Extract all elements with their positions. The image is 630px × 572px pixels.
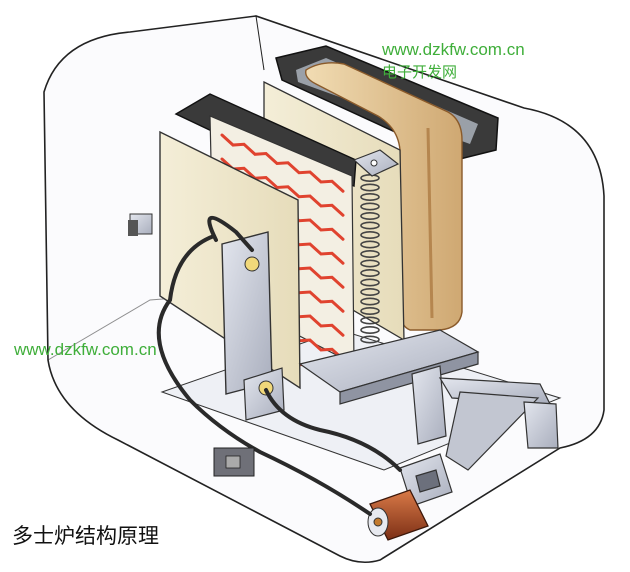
spring-turn: [360, 316, 380, 325]
watermark-url-left: www.dzkfw.com.cn: [14, 340, 157, 359]
power-cable: [156, 215, 402, 516]
spring-turn: [360, 325, 380, 334]
side-clip: [128, 213, 153, 236]
spring-turn: [360, 183, 380, 192]
thermostat-switch: [399, 453, 453, 507]
spring-turn: [360, 240, 380, 249]
cable-grommet: [213, 447, 255, 477]
spring-turn: [360, 306, 380, 315]
watermark-url-top: www.dzkfw.com.cn: [382, 40, 525, 59]
spring-turn: [360, 278, 380, 287]
heating-wire-row: [220, 157, 345, 217]
spring-turn: [360, 212, 380, 221]
watermark-site-name: 电子开发网: [382, 63, 458, 81]
spring-turn: [360, 250, 380, 259]
spring-turn: [360, 221, 380, 230]
spring-turn: [360, 297, 380, 306]
return-spring: [360, 174, 380, 344]
solenoid-coil: [367, 489, 429, 541]
diagram-caption: 多士炉结构原理: [12, 524, 159, 548]
carriage-lever: [298, 329, 559, 471]
spring-bracket: [352, 149, 400, 177]
heating-wire-row: [220, 133, 345, 193]
bread-slice: [305, 62, 463, 331]
spring-turn: [360, 259, 380, 268]
spring-turn: [360, 231, 380, 240]
spring-turn: [360, 287, 380, 296]
terminal-post: [221, 231, 285, 421]
spring-turn: [360, 202, 380, 211]
spring-turn: [360, 268, 380, 277]
spring-turn: [360, 335, 380, 344]
spring-turn: [360, 193, 380, 202]
